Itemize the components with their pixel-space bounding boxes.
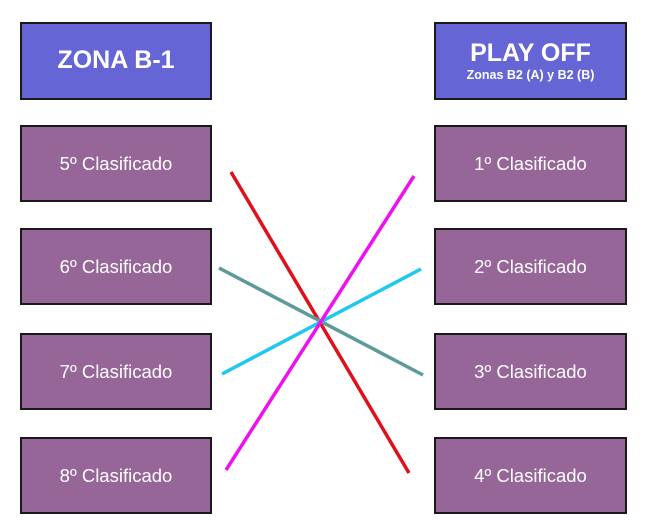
left-header: ZONA B-1 <box>20 22 212 100</box>
right-slot-4: 4º Clasificado <box>434 437 627 514</box>
left-slot-8: 8º Clasificado <box>20 437 212 514</box>
right-slot-2: 2º Clasificado <box>434 228 627 305</box>
right-slot-3: 3º Clasificado <box>434 333 627 410</box>
right-slot-1: 1º Clasificado <box>434 125 627 202</box>
left-header-title: ZONA B-1 <box>57 46 175 75</box>
right-header: PLAY OFF Zonas B2 (A) y B2 (B) <box>434 22 627 100</box>
connector-8-to-1 <box>224 175 416 471</box>
left-slot-7: 7º Clasificado <box>20 333 212 410</box>
right-header-title: PLAY OFF <box>470 38 591 67</box>
left-slot-5: 5º Clasificado <box>20 125 212 202</box>
right-header-subtitle: Zonas B2 (A) y B2 (B) <box>466 68 595 83</box>
left-slot-6: 6º Clasificado <box>20 228 212 305</box>
